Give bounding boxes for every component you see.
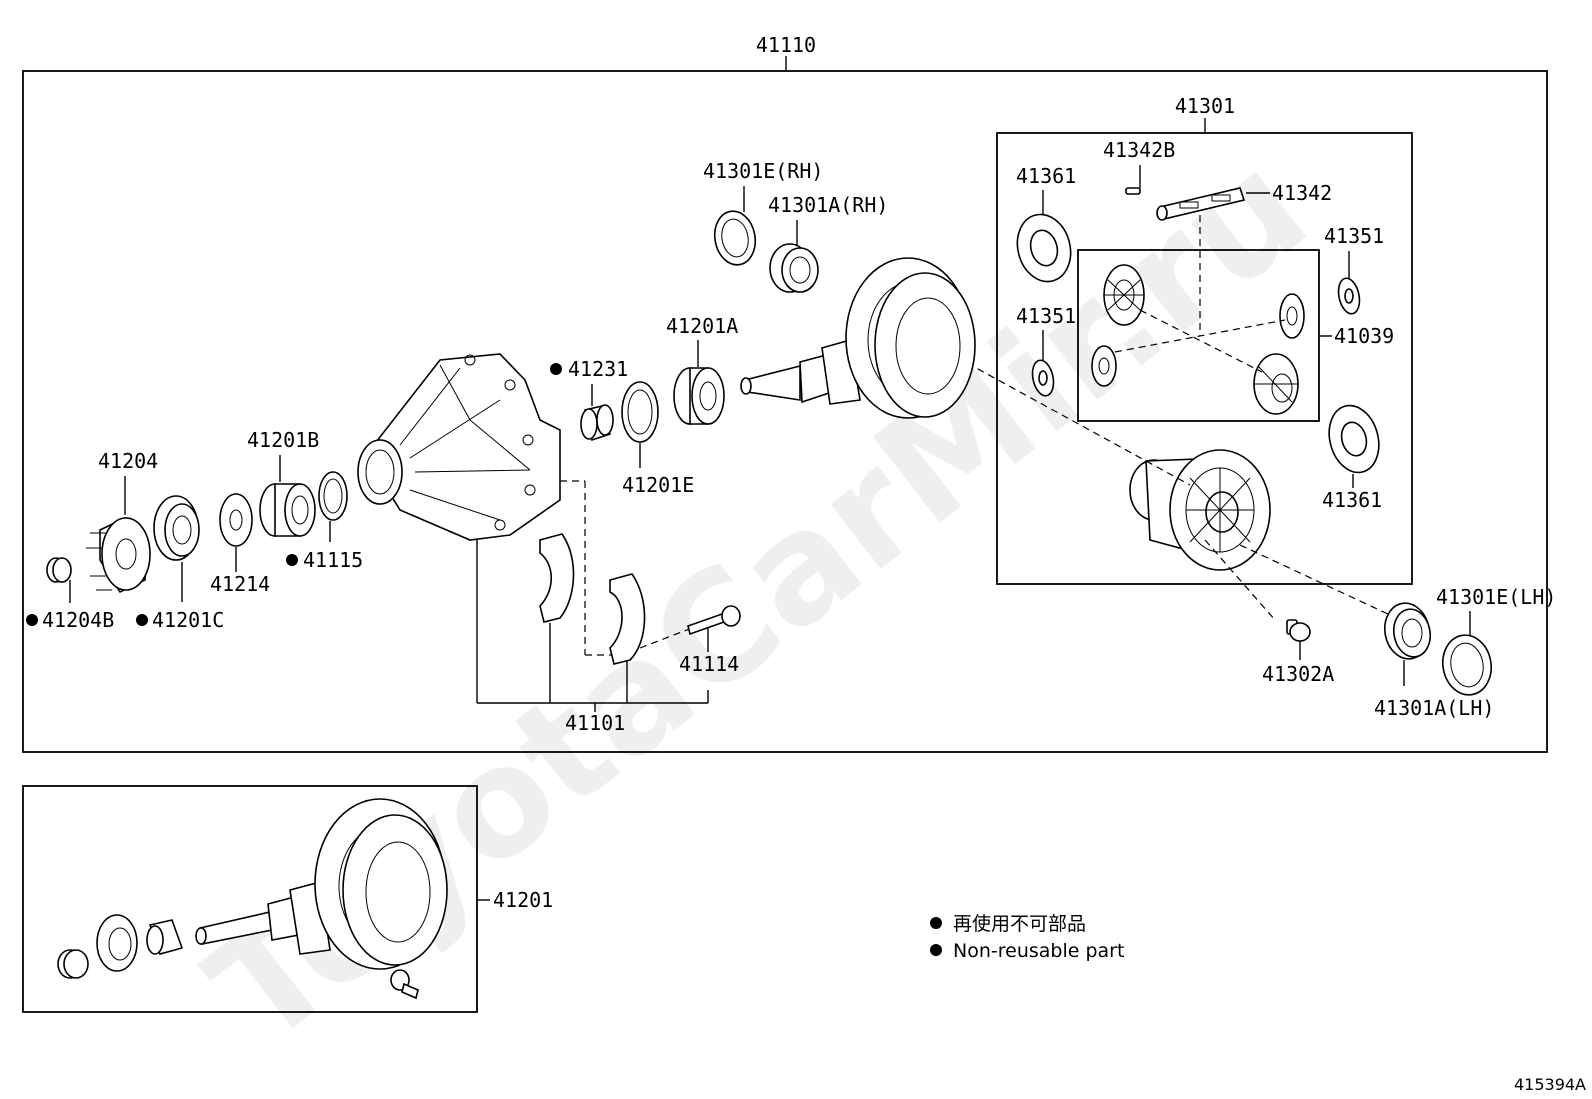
part-41201B-bearing xyxy=(259,483,316,537)
label-41201A: 41201A xyxy=(666,314,738,338)
non-reusable-mark-41231 xyxy=(550,363,562,375)
legend: 再使用不可部品 Non-reusable part xyxy=(930,913,1124,962)
part-41039-side-gear-top xyxy=(1103,264,1145,326)
part-41301E-LH-race xyxy=(1441,634,1493,696)
legend-english: Non-reusable part xyxy=(953,940,1124,962)
label-41201E: 41201E xyxy=(622,473,694,497)
label-41351-left: 41351 xyxy=(1016,304,1076,328)
part-41101-bearing-cap-left xyxy=(539,533,575,623)
label-41204B: 41204B xyxy=(42,608,114,632)
legend-japanese: 再使用不可部品 xyxy=(953,913,1086,935)
part-41351-washer-left xyxy=(1031,359,1055,397)
part-41039-side-gear-bottom xyxy=(1253,353,1299,415)
part-41214-washer xyxy=(219,493,253,547)
label-41301E-LH: 41301E(LH) xyxy=(1436,585,1556,609)
label-41351-right: 41351 xyxy=(1324,224,1384,248)
label-41201C: 41201C xyxy=(152,608,224,632)
label-41114: 41114 xyxy=(679,652,739,676)
label-41101: 41101 xyxy=(565,711,625,735)
non-reusable-mark-41204B xyxy=(26,614,38,626)
label-41342B: 41342B xyxy=(1103,138,1175,162)
part-41201-ring-gear-and-pinion xyxy=(740,257,976,419)
part-41204B-nut xyxy=(46,557,72,583)
label-41214: 41214 xyxy=(210,572,270,596)
label-41231: 41231 xyxy=(568,357,628,381)
part-41301-differential-case xyxy=(1129,449,1271,571)
part-41204-companion-flange xyxy=(86,517,151,594)
part-41201-gear-set-illustration xyxy=(57,798,448,1000)
part-41231-spacer xyxy=(580,404,614,442)
label-41110: 41110 xyxy=(756,33,816,57)
part-41039-pinion-right xyxy=(1279,293,1305,339)
part-41039-pinion-left xyxy=(1091,345,1117,387)
part-41302A-bolt xyxy=(1286,619,1311,642)
part-41361-thrust-washer-top xyxy=(1016,213,1072,283)
label-41361-top: 41361 xyxy=(1016,164,1076,188)
label-41301E-RH: 41301E(RH) xyxy=(703,159,823,183)
part-41101-bearing-cap-right xyxy=(609,573,646,665)
non-reusable-mark-41115 xyxy=(286,554,298,566)
bracket-41101 xyxy=(476,540,709,712)
part-41301A-LH-bearing xyxy=(1383,602,1432,660)
label-41204: 41204 xyxy=(98,449,158,473)
label-41301A-RH: 41301A(RH) xyxy=(768,193,888,217)
label-41115: 41115 xyxy=(303,548,363,572)
label-41201: 41201 xyxy=(493,888,553,912)
label-41301A-LH: 41301A(LH) xyxy=(1374,696,1494,720)
assembly-frame-41201 xyxy=(22,785,478,1013)
part-41361-thrust-washer-bottom xyxy=(1328,404,1380,474)
non-reusable-mark-legend-jp xyxy=(930,917,942,929)
non-reusable-mark-legend-en xyxy=(930,944,942,956)
non-reusable-mark-41201C xyxy=(136,614,148,626)
label-41201B: 41201B xyxy=(247,428,319,452)
part-41301E-RH-race xyxy=(713,210,757,266)
part-41201A-bearing xyxy=(673,367,725,425)
part-41342-shaft xyxy=(1156,187,1246,221)
document-id: 415394A xyxy=(1514,1075,1586,1094)
part-41342B-pin xyxy=(1125,187,1141,195)
part-41301A-RH-bearing xyxy=(769,243,819,293)
label-41301: 41301 xyxy=(1175,94,1235,118)
label-41342: 41342 xyxy=(1272,181,1332,205)
label-41039: 41039 xyxy=(1334,324,1394,348)
part-41115-gasket xyxy=(318,471,348,521)
part-41101-carrier-housing xyxy=(357,353,561,541)
label-41361-bottom: 41361 xyxy=(1322,488,1382,512)
part-41201E-race xyxy=(621,381,659,443)
part-41114-bolt xyxy=(687,605,741,636)
part-41201C-oil-seal xyxy=(153,495,200,561)
assembly-frame-41110 xyxy=(22,70,1548,753)
part-41351-washer-right xyxy=(1337,277,1361,315)
label-41302A: 41302A xyxy=(1262,662,1334,686)
